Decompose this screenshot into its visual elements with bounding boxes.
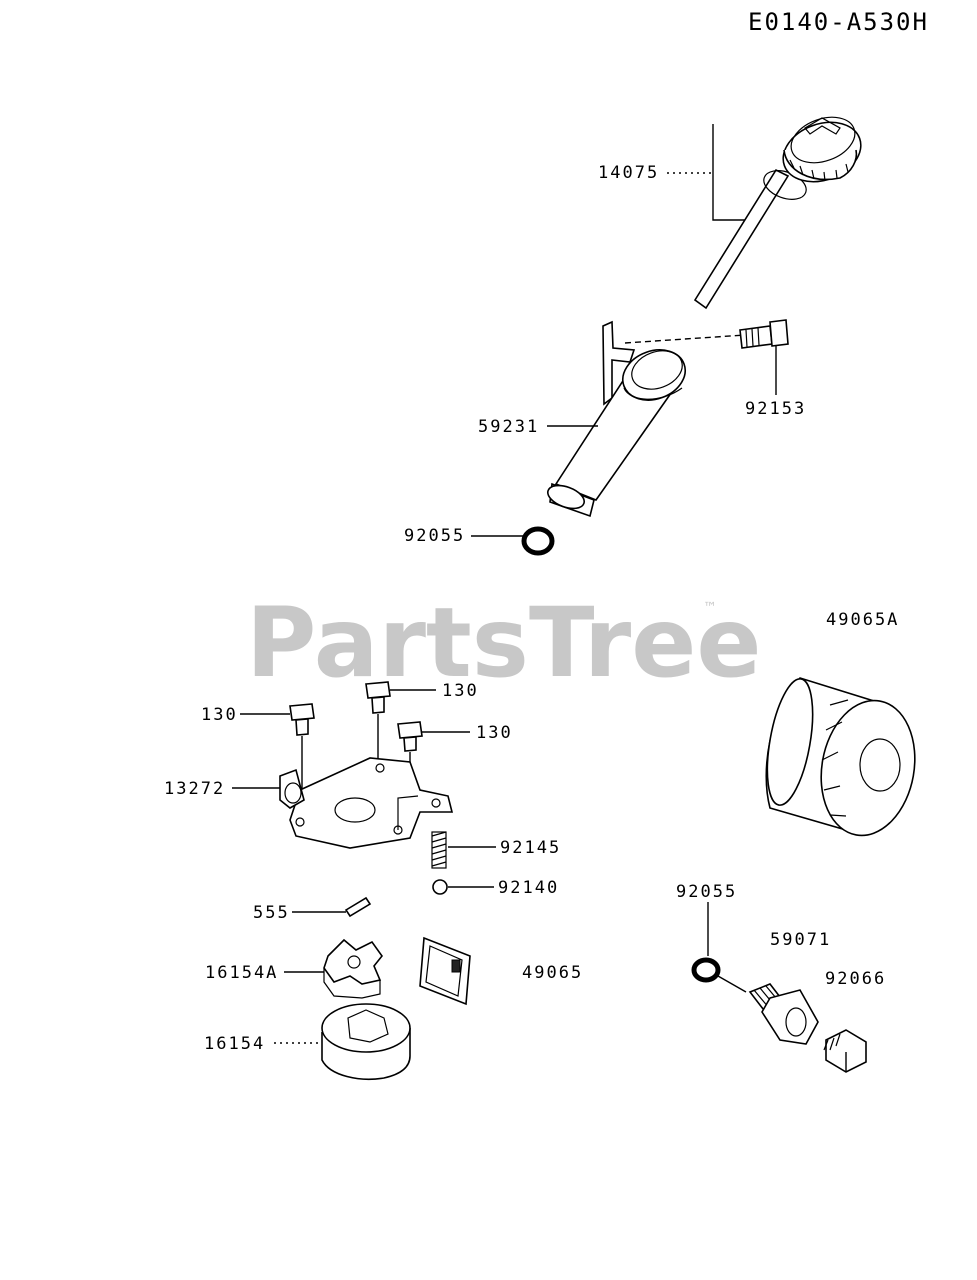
oil-filter-part[interactable] — [759, 675, 925, 842]
bolt-130-left[interactable] — [240, 703, 315, 790]
label-92140: 92140 — [498, 878, 559, 898]
label-92055-bottom: 92055 — [676, 882, 737, 902]
oil-screen-part[interactable] — [419, 936, 471, 1006]
label-16154: 16154 — [204, 1034, 265, 1054]
ball-part[interactable] — [432, 879, 494, 895]
o-ring-92055-bottom[interactable] — [691, 902, 747, 993]
pump-cover-plate-part[interactable] — [279, 757, 454, 849]
label-130-right: 130 — [476, 723, 513, 743]
fitting-part[interactable] — [748, 983, 819, 1045]
label-92145: 92145 — [500, 838, 561, 858]
o-ring-92055-top[interactable] — [471, 526, 555, 556]
pin-part[interactable] — [292, 896, 372, 918]
label-130-left: 130 — [201, 705, 238, 725]
label-49065A: 49065A — [826, 610, 899, 630]
watermark-text: PartsTree — [246, 587, 761, 699]
label-49065: 49065 — [522, 963, 583, 983]
label-130-center: 130 — [442, 681, 479, 701]
diagram-code: E0140-A530H — [748, 8, 929, 36]
watermark-tm: ™ — [703, 600, 717, 616]
label-92153: 92153 — [745, 399, 806, 419]
oil-filler-tube-part[interactable] — [545, 320, 693, 518]
bolt-130-center[interactable] — [365, 681, 436, 760]
label-59071: 59071 — [770, 930, 831, 950]
watermark: PartsTree ™ — [246, 587, 761, 699]
outer-rotor-part[interactable] — [274, 1003, 411, 1080]
bolt-92153-part[interactable] — [624, 319, 789, 395]
drain-plug-part[interactable] — [823, 1029, 867, 1073]
label-92055-top: 92055 — [404, 526, 465, 546]
label-13272: 13272 — [164, 779, 225, 799]
label-14075: 14075 — [598, 163, 659, 183]
dipstick-part[interactable] — [667, 109, 869, 310]
label-16154A: 16154A — [205, 963, 278, 983]
label-59231: 59231 — [478, 417, 539, 437]
label-92066: 92066 — [825, 969, 886, 989]
inner-rotor-part[interactable] — [284, 938, 384, 999]
spring-part[interactable] — [431, 831, 496, 869]
label-555: 555 — [253, 903, 290, 923]
